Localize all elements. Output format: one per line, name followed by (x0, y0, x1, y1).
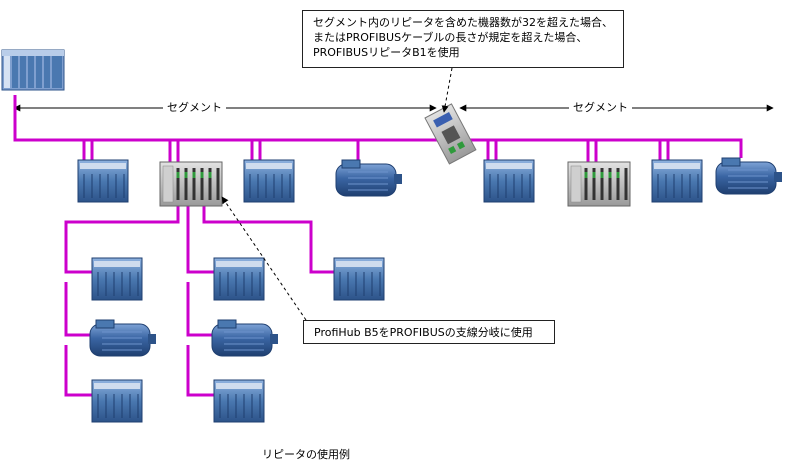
repeater-callout-line: またはPROFIBUSケーブルの長さが規定を超えた場合、 (313, 31, 588, 44)
hub-leader-arrow (221, 196, 307, 321)
hub-callout: ProfiHub B5をPROFIBUSの支線分岐に使用 (303, 320, 555, 344)
profibus-main-bus (13, 95, 743, 162)
motor-drive-icon (211, 319, 278, 357)
motor-drive-icon (335, 159, 402, 197)
io-module-icon (243, 159, 295, 203)
profibus-branch-lines (64, 205, 334, 397)
motor-drive-icon (715, 157, 782, 195)
repeater-callout-line: PROFIBUSリピータB1を使用 (313, 46, 460, 59)
motor-drive-icon (89, 319, 156, 357)
io-module-icon (651, 159, 703, 203)
io-module-icon (213, 379, 265, 423)
io-module-icon (213, 257, 265, 301)
io-module-icon (483, 159, 535, 203)
repeater-callout: セグメント内のリピータを含めた機器数が32を超えた場合、 またはPROFIBUS… (302, 10, 624, 68)
repeater-leader-arrow (441, 67, 453, 113)
segment-label-right: セグメント (569, 101, 632, 115)
io-module-icon (91, 379, 143, 423)
profihub-icon (567, 161, 631, 207)
io-module-icon (333, 257, 385, 301)
segment-label-left: セグメント (163, 101, 226, 115)
plc-rack-icon (1, 49, 65, 91)
profihub-icon (159, 161, 223, 207)
diagram-caption: リピータの使用例 (262, 448, 350, 461)
repeater-b1-icon (424, 103, 477, 165)
repeater-callout-line: セグメント内のリピータを含めた機器数が32を超えた場合、 (313, 16, 613, 29)
io-module-icon (77, 159, 129, 203)
io-module-icon (91, 257, 143, 301)
